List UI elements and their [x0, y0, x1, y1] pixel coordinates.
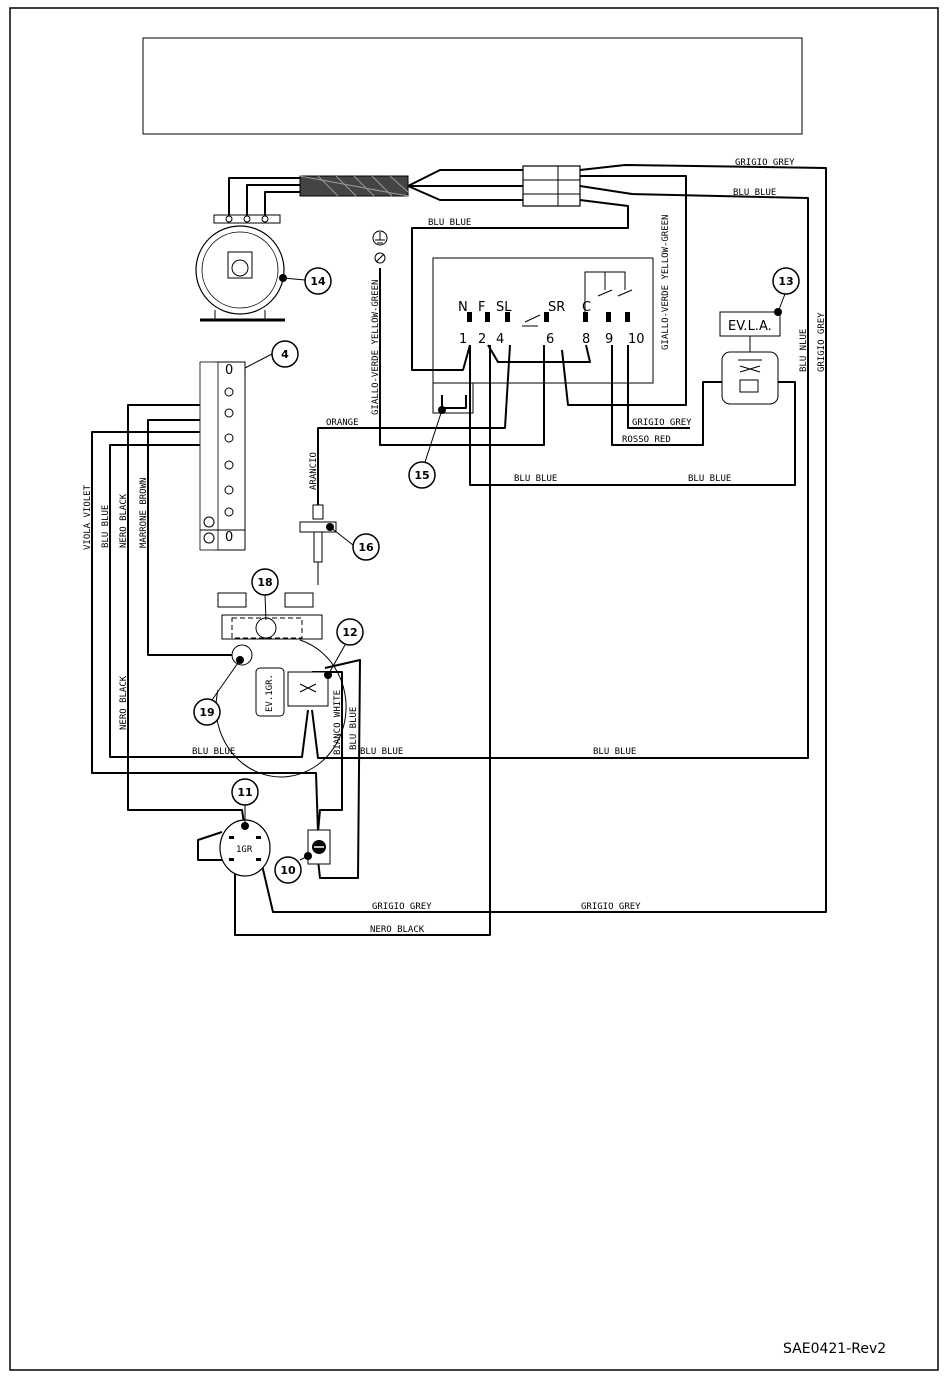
callout-18: 18: [251, 568, 279, 621]
wire-label: NERO BLACK: [370, 925, 425, 935]
wire-label: GRIGIO GREY: [817, 312, 827, 372]
terminal-block-bottom-label: 0: [225, 530, 233, 545]
terminal-num-4: 4: [496, 332, 504, 347]
wire-label: NERO BLACK: [119, 493, 129, 548]
wire-label: GIALLO-VERDE YELLOW-GREEN: [371, 280, 381, 415]
wire-label: BLU BLUE: [192, 747, 235, 757]
wires: [91, 164, 827, 936]
wire-label: NERO BLACK: [119, 675, 129, 730]
callout-number: 13: [778, 275, 793, 288]
terminal-label-f: F: [478, 300, 485, 315]
terminal-labels-bottom: 1 2 4 6 8 9 10: [459, 332, 645, 347]
callout-number: 18: [257, 576, 272, 589]
callout-number: 12: [342, 626, 357, 639]
wire-label: GRIGIO GREY: [581, 902, 641, 912]
callout-number: 11: [237, 786, 252, 799]
terminal-num-1: 1: [459, 332, 467, 347]
wire-label: MARRONE BROWN: [139, 478, 149, 548]
igniter: [307, 829, 331, 865]
callout-number: 16: [358, 541, 374, 554]
callout-13: 13: [772, 267, 800, 316]
callout-number: 14: [310, 275, 326, 288]
wire-label: VIOLA VIOLET: [83, 484, 93, 550]
terminal-labels-top: N F SL SR C: [458, 300, 591, 315]
wire-label: BLU BLUE: [514, 474, 557, 484]
terminal-num-2: 2: [478, 332, 486, 347]
wire-label: BLU BLUE: [733, 188, 776, 198]
callout-number: 10: [280, 864, 296, 877]
motor: [195, 214, 285, 322]
wire-label: BLU BLUE: [428, 218, 471, 228]
callout-number: 15: [414, 469, 429, 482]
wire-label: BLU BLUE: [360, 747, 403, 757]
control-box: [432, 257, 654, 414]
terminal-block-top-label: 0: [225, 363, 233, 378]
wire-connector: [522, 165, 581, 207]
one-gr-label: 1GR: [236, 845, 253, 855]
wire-label: GRIGIO GREY: [735, 158, 795, 168]
terminal-num-10: 10: [628, 332, 645, 347]
callout-15: 15: [408, 406, 446, 489]
ev-la-valve: EV.L.A.: [719, 311, 781, 405]
wire-label: GIALLO-VERDE YELLOW-GREEN: [661, 215, 671, 350]
wire-label: BLU BLUE: [349, 707, 359, 750]
terminal-num-6: 6: [546, 332, 554, 347]
document-reference: SAE0421-Rev2: [783, 1341, 886, 1357]
terminal-label-sl: SL: [496, 300, 512, 315]
callout-number: 4: [281, 348, 289, 361]
page-border: [9, 7, 939, 1371]
terminal-label-sr: SR: [548, 300, 565, 315]
wire-label-group: GRIGIO GREY BLU BLUE BLU BLUE GIALLO-VER…: [83, 158, 827, 935]
temperature-probe: [299, 504, 337, 585]
wire-label: BLU NLUE: [799, 329, 809, 372]
wire-label: BLU BLUE: [593, 747, 636, 757]
terminal-num-8: 8: [582, 332, 590, 347]
wire-label: ARANCIO: [309, 452, 319, 490]
ev-la-label: EV.L.A.: [728, 319, 772, 334]
cable-harness: [299, 175, 409, 197]
wire-label: ORANGE: [326, 418, 359, 428]
wire-label: BIANCO WHITE: [333, 690, 343, 755]
terminal-num-9: 9: [605, 332, 613, 347]
wire-label: GRIGIO GREY: [372, 902, 432, 912]
ground-icon: [372, 230, 388, 264]
terminal-block: 0 0: [199, 361, 246, 551]
callout-11: 11: [231, 778, 259, 830]
title-box: [142, 37, 803, 135]
callout-4: 4: [244, 340, 299, 369]
wire-label: BLU BLUE: [688, 474, 731, 484]
callout-16: 16: [326, 523, 380, 561]
ev-1gr-label: EV.1GR.: [265, 674, 275, 712]
callout-19: 19: [193, 656, 244, 726]
callout-12: 12: [324, 618, 364, 679]
callout-10: 10: [274, 852, 312, 884]
wire-label: BLU BLUE: [101, 505, 111, 548]
wire-label: GRIGIO GREY: [632, 418, 692, 428]
terminal-label-c: C: [582, 300, 591, 315]
gas-valve-assembly: EV.1GR.: [215, 592, 347, 778]
callout-14: 14: [279, 267, 332, 295]
terminal-label-n: N: [458, 300, 468, 315]
wire-label: ROSSO RED: [622, 435, 671, 445]
callout-number: 19: [199, 706, 214, 719]
